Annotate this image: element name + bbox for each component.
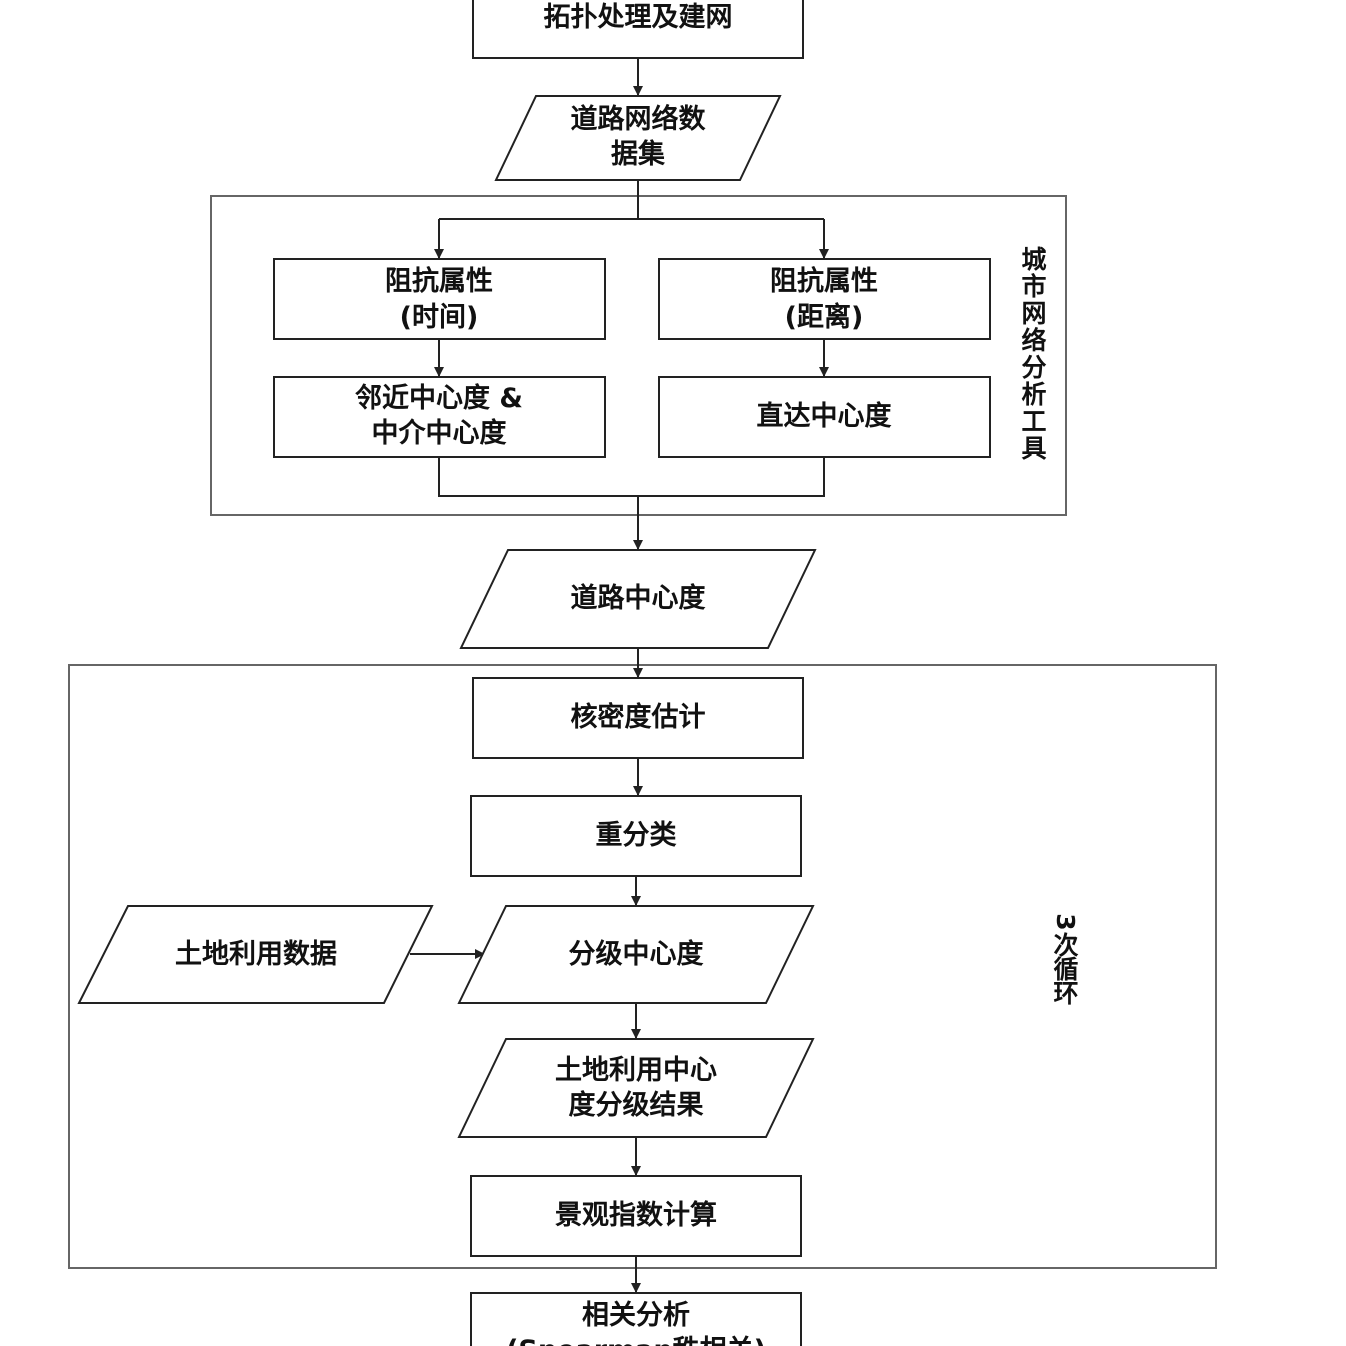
network-tools-char: 市	[1021, 272, 1046, 301]
node-impedance-distance-label-2: (距离)	[785, 301, 864, 333]
network-tools-label: 城 市 网 络 分 析 工 具	[1021, 245, 1046, 463]
node-kernel-density: 核密度估计	[472, 677, 804, 759]
node-correlation-label-2: (Spearman秩相关)	[506, 1335, 766, 1346]
network-tools-group	[210, 195, 1067, 516]
node-impedance-distance: 阻抗属性 (距离)	[658, 258, 991, 340]
node-graded-centrality-label: 分级中心度	[569, 938, 704, 970]
node-graded-centrality: 分级中心度	[457, 905, 815, 1004]
loop-label: 3 次 循 环	[1051, 913, 1080, 1008]
node-impedance-distance-label-1: 阻抗属性	[770, 265, 878, 297]
loop-char: 3	[1051, 913, 1080, 930]
node-reclassify: 重分类	[470, 795, 802, 877]
node-road-dataset-label-1: 道路网络数	[571, 103, 707, 135]
node-road-centrality-label: 道路中心度	[571, 582, 706, 614]
node-closeness-betweenness: 邻近中心度 & 中介中心度	[273, 376, 606, 458]
network-tools-char: 工	[1021, 407, 1046, 436]
node-road-centrality: 道路中心度	[459, 549, 817, 649]
node-impedance-time-label-1: 阻抗属性	[385, 265, 493, 297]
node-road-dataset-label-2: 据集	[611, 138, 666, 170]
node-closeness-label-1: 邻近中心度 &	[355, 382, 523, 414]
line-merge	[438, 457, 825, 497]
node-landscape-index-label: 景观指数计算	[555, 1199, 717, 1231]
node-closeness-label-2: 中介中心度	[372, 417, 507, 449]
network-tools-char: 分	[1021, 353, 1046, 382]
node-land-use-result-label-2: 度分级结果	[569, 1089, 704, 1121]
loop-char: 环	[1053, 979, 1078, 1008]
node-straightness-label: 直达中心度	[757, 400, 892, 432]
node-correlation: 相关分析 (Spearman秩相关)	[470, 1292, 802, 1346]
node-topology: 拓扑处理及建网	[472, 0, 804, 59]
loop-char: 次	[1053, 931, 1078, 960]
node-reclassify-label: 重分类	[596, 820, 677, 851]
node-land-use-data-label: 土地利用数据	[175, 939, 337, 970]
network-tools-char: 具	[1021, 434, 1046, 463]
node-road-dataset: 道路网络数 据集	[494, 95, 782, 181]
network-tools-char: 析	[1021, 380, 1046, 409]
network-tools-char: 网	[1021, 299, 1046, 328]
node-correlation-label-1: 相关分析	[582, 1300, 690, 1331]
node-topology-label: 拓扑处理及建网	[544, 2, 733, 33]
network-tools-char: 城	[1021, 245, 1046, 274]
node-straightness: 直达中心度	[658, 376, 991, 458]
connectors	[410, 58, 829, 1293]
loop-char: 循	[1053, 955, 1078, 984]
node-land-use-data: 土地利用数据	[77, 905, 434, 1004]
node-impedance-time-label-2: (时间)	[400, 302, 479, 333]
network-tools-char: 络	[1021, 326, 1046, 355]
node-land-use-result-label-1: 土地利用中心	[555, 1055, 717, 1086]
loop-group	[68, 664, 1217, 1269]
node-land-use-result: 土地利用中心 度分级结果	[457, 1038, 815, 1138]
node-kernel-density-label: 核密度估计	[571, 701, 706, 733]
node-landscape-index: 景观指数计算	[470, 1175, 802, 1257]
node-impedance-time: 阻抗属性 (时间)	[273, 258, 606, 340]
